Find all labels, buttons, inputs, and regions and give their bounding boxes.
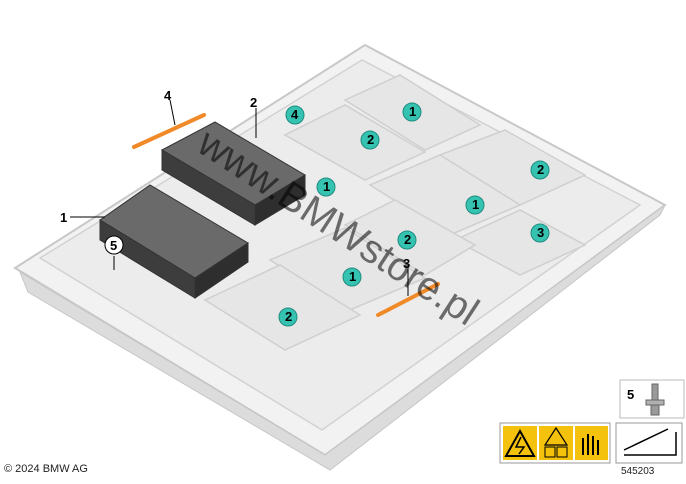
- module-bottom: [203, 264, 362, 351]
- callout-4: 4: [164, 88, 172, 103]
- callout-2: 2: [250, 95, 257, 110]
- svg-text:2: 2: [537, 162, 544, 177]
- do-not-touch-icon: [575, 426, 608, 460]
- svg-text:1: 1: [323, 179, 330, 194]
- callout-labels: 1 2 3 4 5: [60, 88, 410, 271]
- module-top-mid: [283, 104, 427, 181]
- callout-1: 1: [60, 210, 67, 225]
- leader-lines: [70, 99, 409, 296]
- svg-text:1: 1: [409, 104, 416, 119]
- strap-4: [132, 113, 206, 149]
- slope-angle-icon: [615, 422, 683, 464]
- svg-text:1: 1: [472, 197, 479, 212]
- badge-2a: 2: [360, 130, 380, 150]
- strap-3: [376, 282, 440, 317]
- badge-1c: 1: [465, 195, 485, 215]
- high-voltage-warning-icon: [503, 426, 537, 460]
- svg-text:4: 4: [291, 107, 299, 122]
- svg-text:2: 2: [285, 309, 292, 324]
- badge-2c: 2: [397, 230, 417, 250]
- badge-2d: 2: [278, 307, 298, 327]
- control-unit-2: [160, 121, 306, 226]
- badge-3: 3: [530, 223, 550, 243]
- svg-text:3: 3: [537, 225, 544, 240]
- copyright: © 2024 BMW AG: [4, 463, 88, 475]
- legend-5-number: 5: [627, 387, 634, 402]
- badge-2b: 2: [530, 160, 550, 180]
- orange-straps: [132, 113, 440, 317]
- svg-text:2: 2: [404, 232, 411, 247]
- control-unit-1: [99, 184, 249, 299]
- badge-1b: 1: [316, 177, 336, 197]
- read-manual-icon: [539, 426, 573, 460]
- module-right-lower: [453, 209, 587, 276]
- svg-text:1: 1: [349, 269, 356, 284]
- diagram-id: 545203: [621, 466, 655, 477]
- svg-text:2: 2: [367, 132, 374, 147]
- warning-icons: [499, 422, 611, 464]
- badge-1a: 1: [402, 102, 422, 122]
- badge-1d: 1: [342, 267, 362, 287]
- badge-4: 4: [285, 105, 305, 125]
- bolt-icon: [645, 383, 665, 416]
- module-badges: 4 1 2 2 1 1 3 2 1 2: [278, 102, 550, 327]
- callout-3: 3: [403, 256, 410, 271]
- callout-5: 5: [110, 238, 117, 253]
- legend-part-5: 5: [619, 379, 685, 419]
- callout-5-ring: [104, 235, 124, 255]
